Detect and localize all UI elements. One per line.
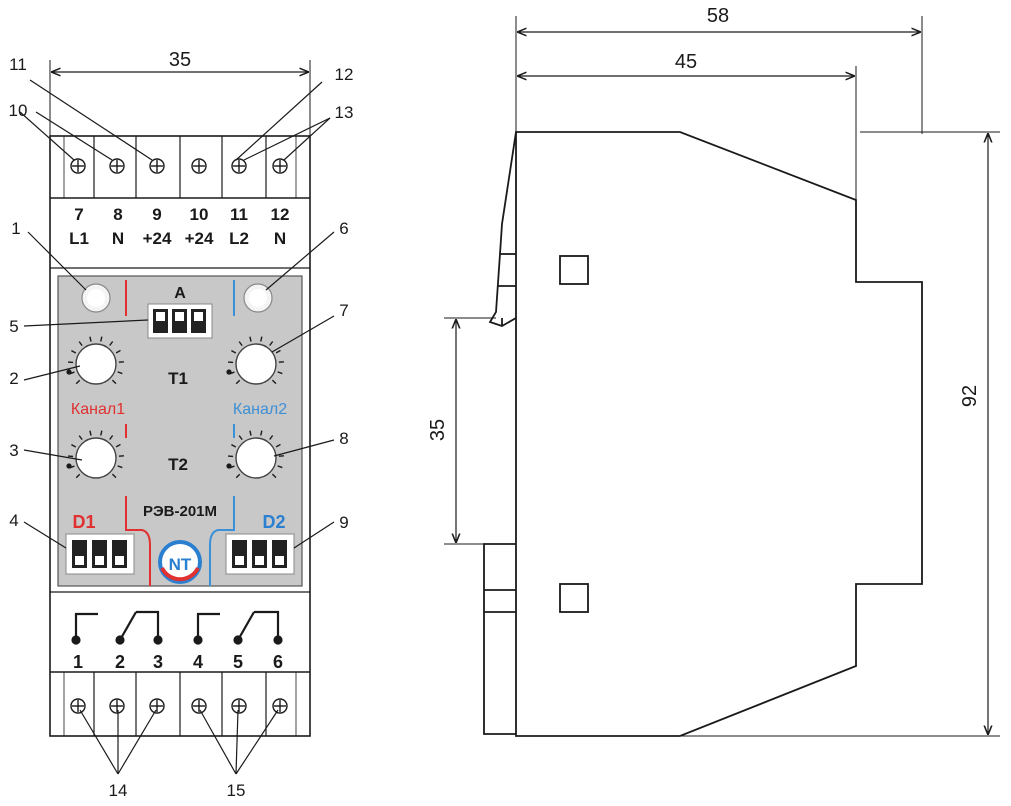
screw-terminal-icon <box>149 158 165 174</box>
terminal-label: N <box>274 229 286 248</box>
height-dim-text: 92 <box>959 385 981 407</box>
t1-label: T1 <box>168 369 188 388</box>
contact-nc-icon-2 <box>193 610 283 645</box>
terminal-number: 2 <box>115 652 125 672</box>
terminal-label: L1 <box>69 229 89 248</box>
callout-leaders <box>19 79 335 775</box>
panel-labels: A T1 T2 Канал1 Канал2 РЭВ-201М D1 D2 NT <box>71 285 287 574</box>
callout-number: 13 <box>335 103 354 122</box>
channel1-label: Канал1 <box>71 401 125 418</box>
knob-t1-channel2[interactable] <box>226 336 284 385</box>
contact-nc-icon <box>71 610 163 645</box>
top-screw-terminals <box>70 158 288 174</box>
callout-number: 11 <box>9 55 27 74</box>
screw-terminal-icon <box>272 698 288 714</box>
bottom-terminal-separators <box>63 672 297 736</box>
led-indicator-6-icon <box>243 283 273 313</box>
terminal-number: 11 <box>230 205 248 224</box>
knobs <box>66 336 284 479</box>
callout-number: 15 <box>227 781 246 800</box>
led-indicator-1-icon <box>81 283 111 313</box>
dip-switch-d1[interactable] <box>65 533 135 575</box>
bottom-terminal-labels: 1 2 3 4 5 6 <box>73 652 283 672</box>
terminal-number: 4 <box>193 652 203 672</box>
nt-logo-icon <box>158 540 202 584</box>
callout-number: 4 <box>9 511 18 530</box>
relay-contact-symbols <box>71 610 283 645</box>
callout-number: 5 <box>9 317 18 336</box>
screw-terminal-icon <box>191 158 207 174</box>
terminal-number: 6 <box>273 652 283 672</box>
channel1-line <box>125 280 151 586</box>
knob-t2-channel2[interactable] <box>226 430 284 479</box>
screw-terminal-icon <box>191 698 207 714</box>
callout-number: 9 <box>339 513 348 532</box>
terminal-number: 7 <box>74 205 83 224</box>
screw-terminal-icon <box>231 698 247 714</box>
side-body-outline <box>515 131 923 737</box>
t2-label: T2 <box>168 455 188 474</box>
dip-switch-d2[interactable] <box>225 533 295 575</box>
top-terminal-labels: 7 L1 8 N 9 +24 10 +24 11 L2 12 N <box>69 205 289 248</box>
terminal-number: 12 <box>271 205 290 224</box>
side-front-clip <box>488 131 517 327</box>
screw-terminal-icon <box>109 698 125 714</box>
terminal-number: 10 <box>190 205 209 224</box>
side-view <box>444 16 1000 737</box>
callout-number: 1 <box>11 219 20 238</box>
channel2-label: Канал2 <box>233 401 287 418</box>
screw-terminal-icon <box>149 698 165 714</box>
side-vent-bottom <box>559 583 589 613</box>
switch-a-label: A <box>174 285 186 302</box>
terminal-number: 3 <box>153 652 163 672</box>
top-terminal-separators <box>63 136 297 198</box>
terminal-label: L2 <box>229 229 249 248</box>
terminal-label: +24 <box>143 229 172 248</box>
terminal-number: 9 <box>152 205 161 224</box>
callout-number: 12 <box>335 65 354 84</box>
screw-terminal-icon <box>70 698 86 714</box>
channel2-line <box>209 280 235 586</box>
bottom-screw-terminals <box>70 698 288 714</box>
side-vent-top <box>559 255 589 285</box>
callout-numbers: 1 2 3 4 5 6 7 8 9 10 11 12 13 14 15 <box>9 55 354 800</box>
callout-number: 14 <box>109 781 128 800</box>
terminal-number: 1 <box>73 652 83 672</box>
screw-terminal-icon <box>231 158 247 174</box>
body-width-dim-text: 45 <box>675 51 697 73</box>
terminal-label: +24 <box>185 229 214 248</box>
screw-terminal-icon <box>109 158 125 174</box>
callout-number: 6 <box>339 219 348 238</box>
terminal-label: N <box>112 229 124 248</box>
model-label: РЭВ-201М <box>143 503 217 520</box>
callout-number: 10 <box>9 101 28 120</box>
callout-number: 8 <box>339 429 348 448</box>
dip-switch-a[interactable] <box>147 303 213 339</box>
knob-t2-channel1[interactable] <box>66 430 124 479</box>
logo-text: NT <box>169 555 192 574</box>
terminal-number: 5 <box>233 652 243 672</box>
callout-number: 3 <box>9 441 18 460</box>
d2-label: D2 <box>262 512 285 532</box>
terminal-number: 8 <box>113 205 122 224</box>
callout-number: 2 <box>9 369 18 388</box>
rail-dim-text: 35 <box>427 419 449 441</box>
callout-number: 7 <box>339 301 348 320</box>
screw-terminal-icon <box>272 158 288 174</box>
front-width-dim-text: 35 <box>169 49 191 71</box>
knob-t1-channel1[interactable] <box>66 336 124 385</box>
side-lower-step <box>483 543 516 735</box>
screw-terminal-icon <box>70 158 86 174</box>
overall-width-dim-text: 58 <box>707 5 729 27</box>
d1-label: D1 <box>72 512 95 532</box>
